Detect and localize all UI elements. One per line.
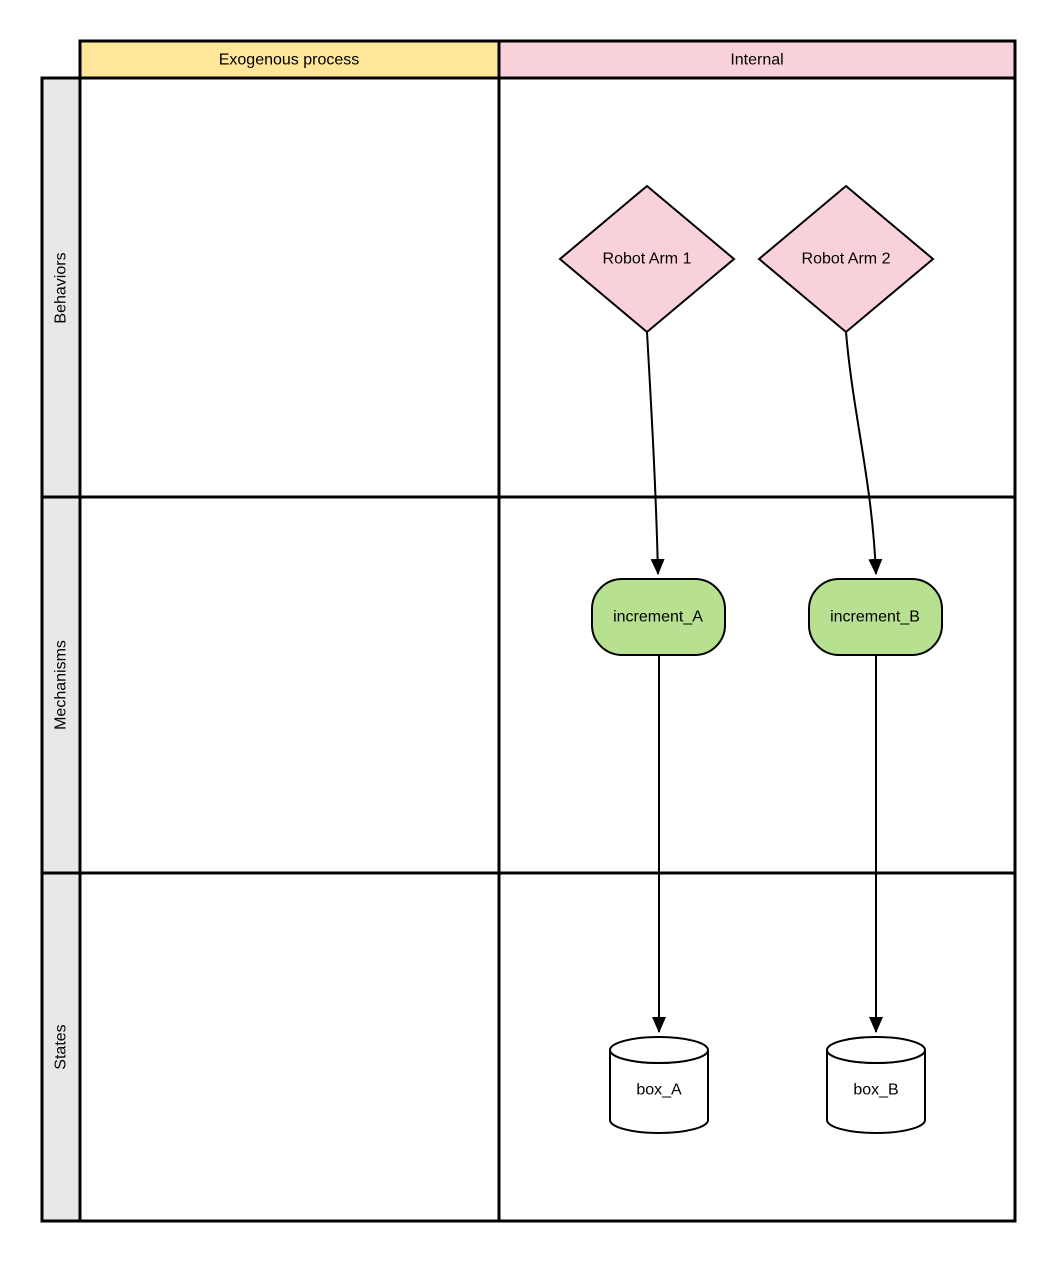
process-increment-b[interactable]: increment_B [808, 578, 943, 656]
grid-cell-mechanisms-exogenous [78, 495, 501, 875]
grid-cell-states-internal [497, 871, 1017, 1223]
cylinder-box-b[interactable]: box_B [826, 1036, 926, 1134]
edge-robot-arm-1-to-increment-a[interactable] [646, 331, 665, 575]
row-label-cell-states[interactable] [40, 871, 82, 1223]
diamond-robot-arm-2[interactable]: Robot Arm 2 [757, 184, 935, 334]
edge-robot-arm-2-to-increment-b[interactable] [845, 331, 883, 575]
diamond-robot-arm-2-label: Robot Arm 2 [802, 251, 891, 268]
row-label-behaviors: Behaviors [53, 252, 70, 323]
process-increment-a-label: increment_A [613, 609, 703, 626]
diamond-robot-arm-2-shape[interactable] [757, 184, 935, 334]
cylinder-box-a[interactable]: box_A [609, 1036, 709, 1134]
row-label-mechanisms: Mechanisms [53, 640, 70, 730]
process-increment-b-shape[interactable] [808, 578, 943, 656]
column-header-exogenous-label: Exogenous process [219, 52, 360, 69]
diamond-robot-arm-1-label: Robot Arm 1 [603, 251, 692, 268]
cylinder-box-a-top[interactable] [609, 1036, 709, 1064]
cylinder-box-b-top[interactable] [826, 1036, 926, 1064]
grid-cell-mechanisms-internal [497, 495, 1017, 875]
diamond-robot-arm-1[interactable]: Robot Arm 1 [558, 184, 736, 334]
process-increment-a-shape[interactable] [591, 578, 726, 656]
row-label-states: States [53, 1024, 70, 1069]
cylinder-box-b-label: box_B [853, 1082, 898, 1099]
grid-cell-behaviors-internal [497, 76, 1017, 499]
grid-cell-states-exogenous [78, 871, 501, 1223]
process-increment-a[interactable]: increment_A [591, 578, 726, 656]
process-increment-b-label: increment_B [830, 609, 920, 626]
grid-cell-behaviors-exogenous [78, 76, 501, 499]
column-header-internal-label: Internal [730, 52, 783, 69]
cylinder-box-a-label: box_A [636, 1082, 682, 1099]
diamond-robot-arm-1-shape[interactable] [558, 184, 736, 334]
